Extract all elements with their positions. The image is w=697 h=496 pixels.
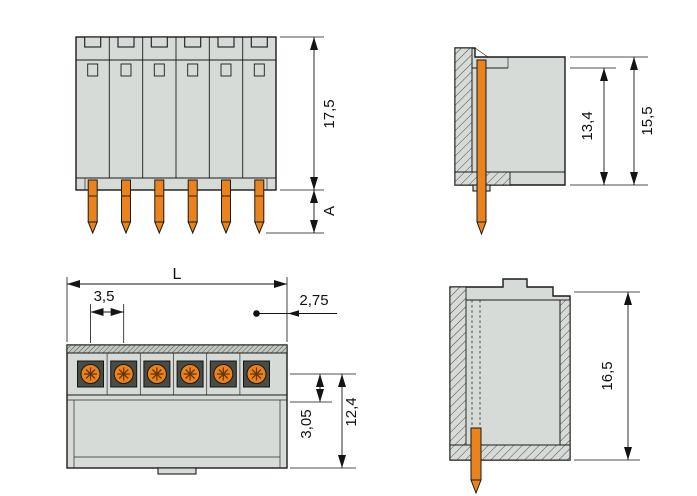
solder-pin-side-lower — [470, 427, 482, 495]
dim-contact-height: 13,4 — [570, 67, 616, 185]
dim-label-contact-depth: 3,05 — [298, 409, 315, 438]
dim-label-body-depth: 12,4 — [343, 397, 360, 426]
view-side-upper: 13,4 15,5 — [454, 47, 656, 236]
dim-label-end-offset: 2,75 — [299, 292, 328, 309]
dim-label-pin-length: A — [321, 206, 338, 216]
dim-total-height-lower: 16,5 — [574, 291, 640, 461]
solder-pin-side-upper — [476, 59, 487, 236]
dim-total-height-upper: 15,5 — [570, 56, 656, 186]
housing-side-upper — [454, 47, 566, 192]
dim-body-depth: 12,4 — [290, 374, 360, 469]
view-side-lower: 16,5 — [449, 278, 640, 495]
view-front-lower: L 3,5 2,75 3,05 12,4 — [66, 266, 360, 475]
dim-label-contact-height: 13,4 — [579, 111, 596, 140]
dim-label-pin-pitch: 3,5 — [94, 288, 115, 305]
dim-label-total-length: L — [173, 266, 182, 283]
dim-total-length: L — [66, 266, 288, 342]
dim-pin-pitch: 3,5 — [90, 288, 125, 343]
dim-pin-length: A — [266, 190, 338, 234]
dim-label-total-height-upper: 15,5 — [639, 106, 656, 135]
dim-label-total-height-lower: 16,5 — [599, 361, 616, 390]
dim-label-housing-height: 17,5 — [321, 99, 338, 128]
housing-front — [75, 36, 277, 191]
view-front-upper: 17,5 A — [75, 36, 338, 234]
dim-end-offset: 2,75 — [253, 292, 337, 317]
housing-side-lower — [449, 278, 571, 461]
